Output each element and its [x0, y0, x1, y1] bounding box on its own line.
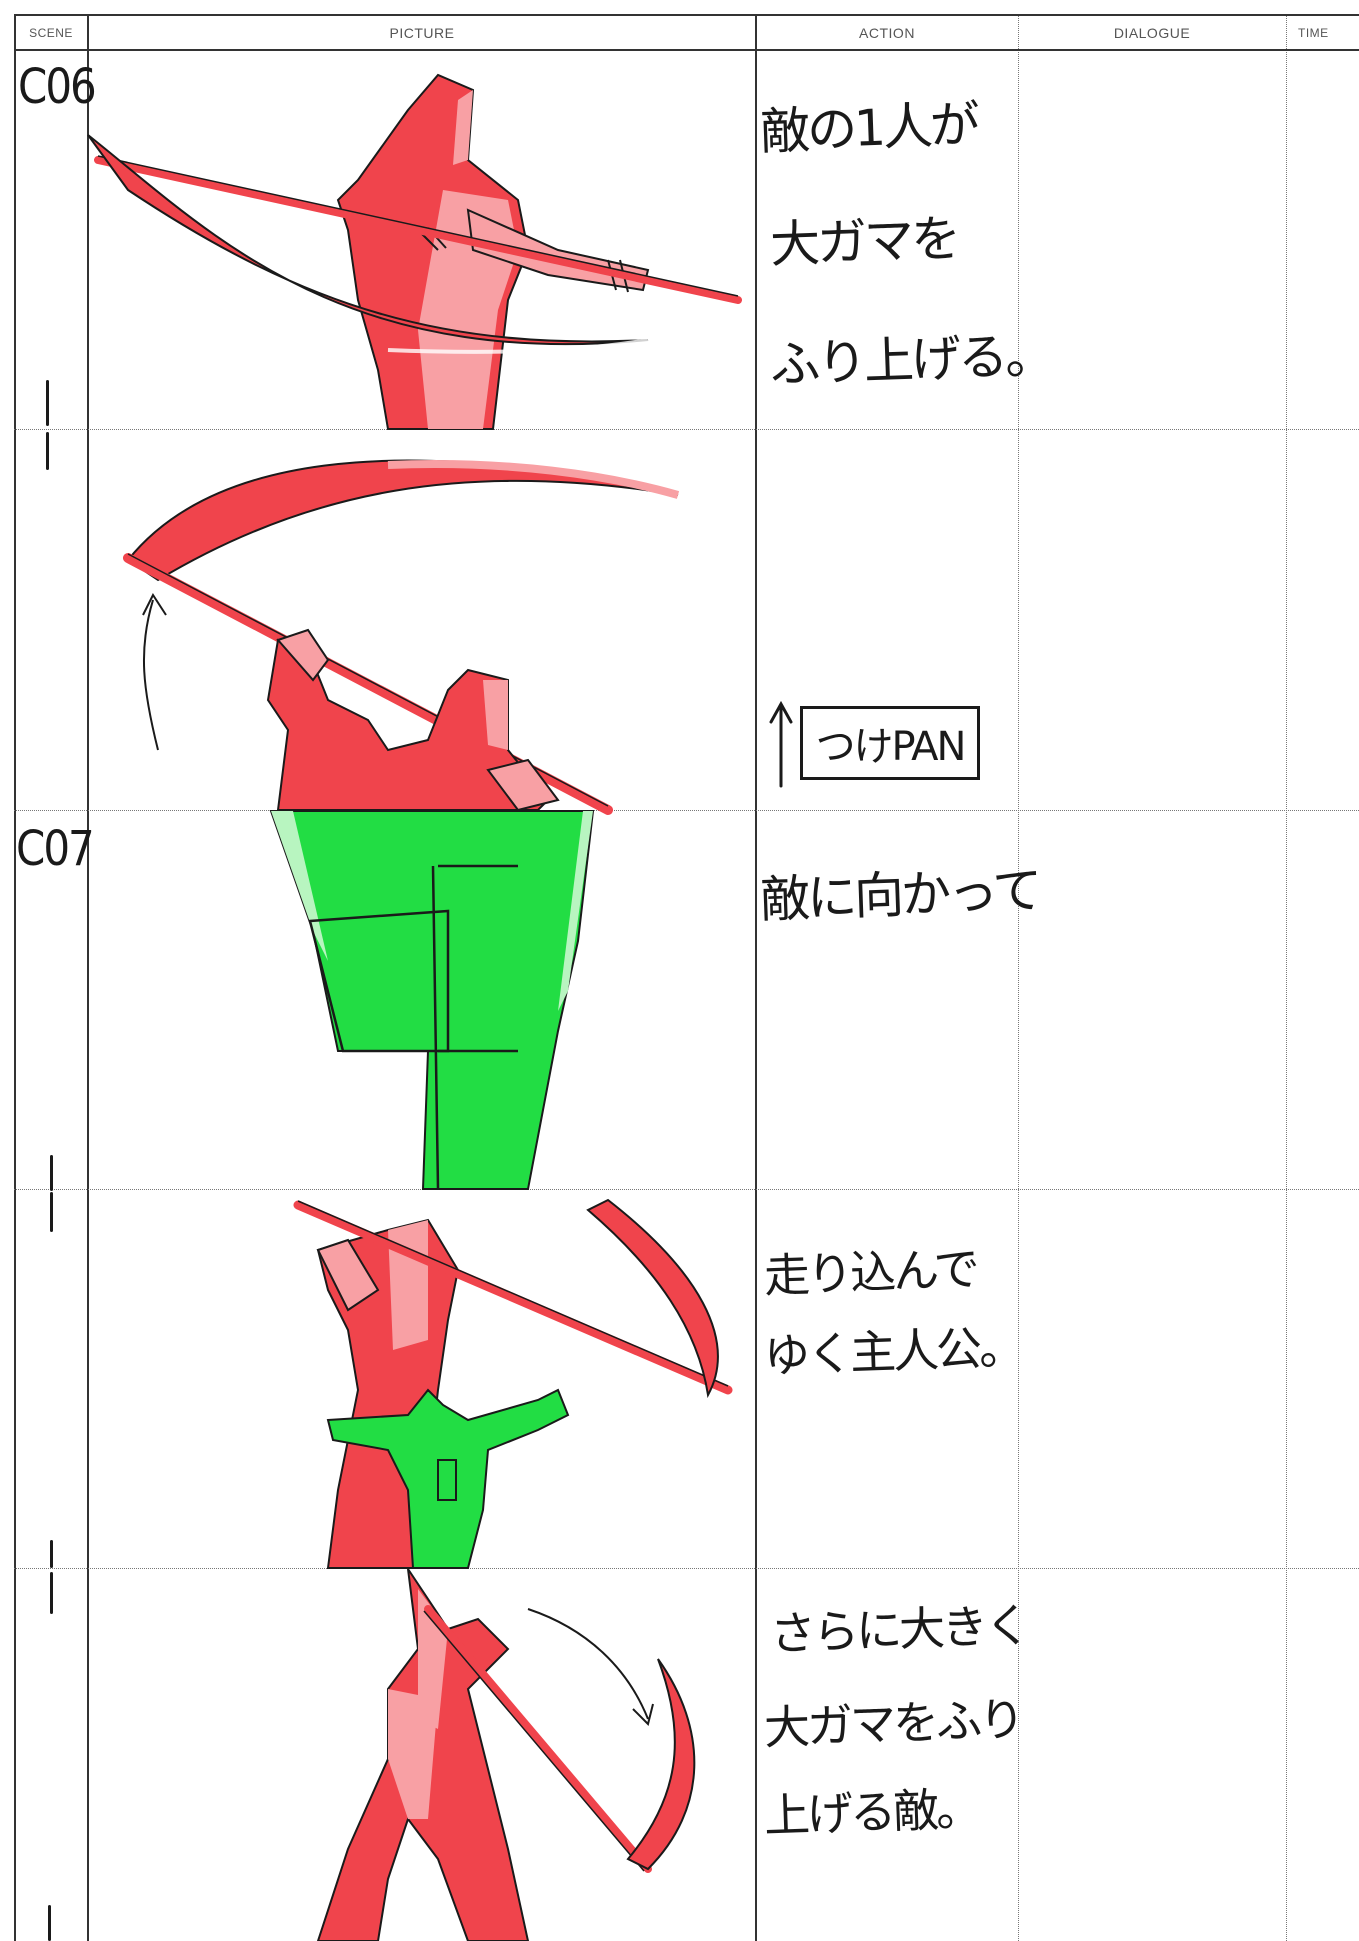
scythe	[87, 134, 742, 354]
header-scene: SCENE	[29, 25, 73, 40]
cut-tick	[48, 1905, 51, 1941]
action-text-line: 大ガマをふり	[763, 1692, 1023, 1755]
camera-note-text: つけPAN	[815, 724, 967, 770]
panel-5-picture	[316, 1568, 696, 1941]
scythe	[423, 1605, 696, 1873]
header-action: ACTION	[859, 24, 915, 41]
hero-figure	[326, 1388, 570, 1569]
action-text-line: 上げる敵。	[763, 1781, 980, 1843]
enemy-figure	[336, 73, 650, 430]
grid-header-divider	[14, 49, 1359, 51]
scene-code-c06: C06	[18, 58, 97, 115]
cut-tick	[46, 432, 49, 470]
action-text-line: 敵の1人が	[759, 95, 978, 161]
cut-tick	[50, 1540, 53, 1568]
grid-action-divider	[1018, 14, 1019, 1941]
grid-left-border	[14, 14, 16, 1941]
header-dialogue: DIALOGUE	[1113, 24, 1191, 41]
panel-3-picture	[269, 810, 595, 1190]
enemy-figure	[316, 1568, 530, 1941]
hero-figure	[269, 810, 595, 1190]
camera-note-box: つけPAN	[800, 706, 980, 780]
cut-tick	[46, 380, 49, 426]
scythe	[293, 1198, 733, 1399]
cut-tick	[50, 1572, 53, 1614]
grid-picture-divider	[755, 14, 757, 1941]
grid-row-divider	[14, 429, 1359, 430]
action-text-line: さらに大きく	[769, 1598, 1029, 1661]
scene-code-c07: C07	[16, 820, 95, 877]
grid-dialogue-divider	[1286, 14, 1287, 1941]
panel-1-picture	[87, 73, 742, 430]
enemy-figure	[266, 628, 560, 812]
cut-tick	[50, 1155, 53, 1191]
cut-tick	[50, 1192, 53, 1232]
motion-arrow-icon	[142, 592, 167, 751]
action-text-line: 大ガマを	[769, 209, 960, 274]
grid-row-divider	[14, 1189, 1359, 1190]
action-text-line: ふり上げる。	[769, 326, 1053, 394]
grid-row-divider	[14, 810, 1359, 811]
action-text-line: 敵に向かって	[759, 861, 1041, 929]
action-text-line: ゆく主人公。	[763, 1320, 1023, 1383]
header-picture: PICTURE	[389, 24, 455, 41]
grid-scene-divider	[87, 14, 89, 1941]
panel-4-picture	[293, 1198, 733, 1569]
grid-row-divider	[14, 1568, 1359, 1569]
panel-2-picture	[123, 459, 680, 815]
action-text-line: 走り込んで	[763, 1241, 978, 1303]
motion-arrow-icon	[527, 1608, 654, 1726]
arrow-up-icon	[769, 700, 793, 788]
grid-top-border	[14, 14, 1359, 16]
header-time: TIME	[1298, 25, 1329, 40]
